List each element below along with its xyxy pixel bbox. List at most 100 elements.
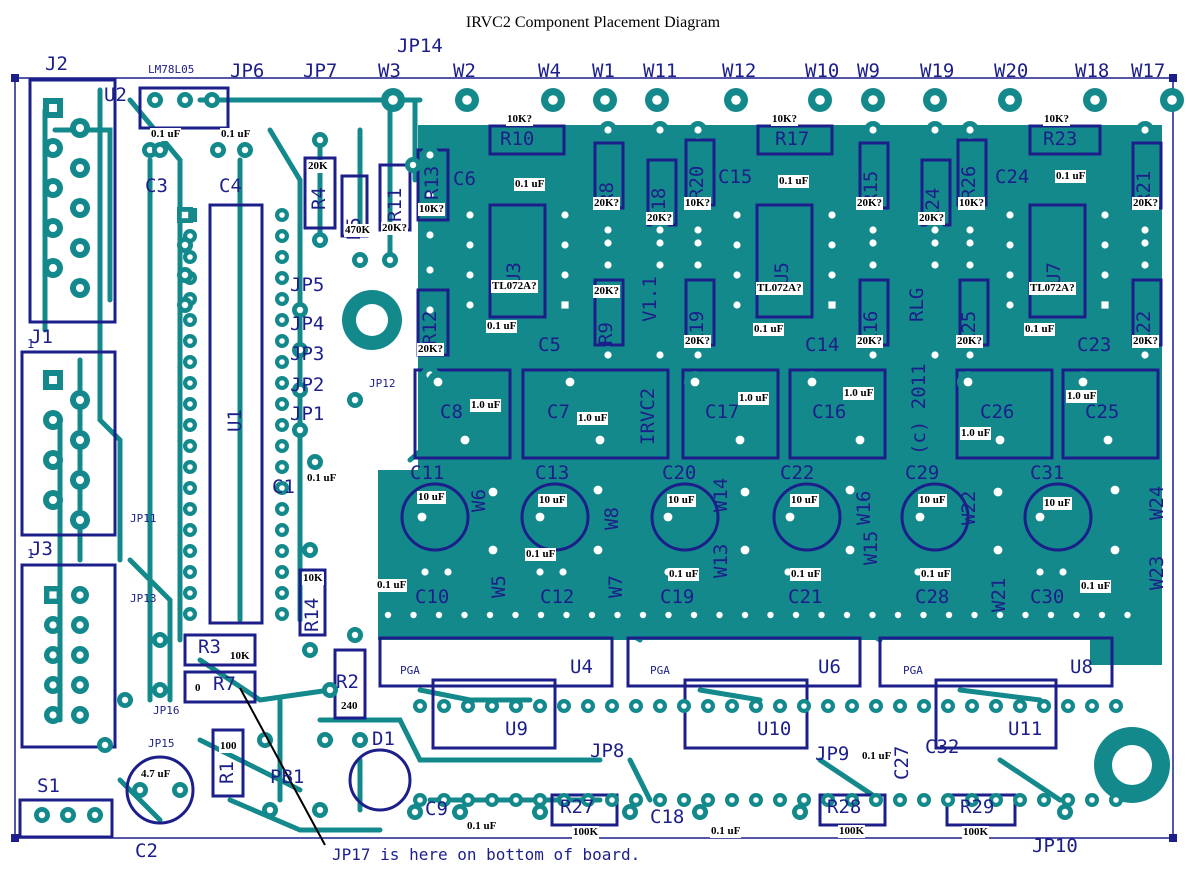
trace <box>97 87 123 563</box>
pad-hole <box>656 261 664 269</box>
pad-hole <box>76 476 84 484</box>
pad-hole <box>417 512 427 522</box>
label-pb1: PB1 <box>270 766 305 788</box>
pad-hole <box>1078 377 1088 387</box>
trace <box>817 757 883 803</box>
pad-hole <box>426 191 434 199</box>
pad-hole <box>76 681 84 689</box>
label-pga: PGA <box>400 664 420 677</box>
pad-hole <box>897 797 903 803</box>
pad-hole <box>76 204 84 212</box>
pad-hole <box>604 226 612 234</box>
pad-hole <box>76 164 84 172</box>
pad-hole <box>931 261 939 269</box>
corner-mark <box>1169 74 1177 82</box>
pad-hole <box>815 95 825 105</box>
label-u1: U1 <box>224 409 246 432</box>
pad-hole <box>316 136 324 144</box>
trace <box>317 717 603 763</box>
pad-hole <box>690 377 700 387</box>
label-c6: C6 <box>453 168 476 190</box>
pad-hole <box>279 212 285 218</box>
pad-hole <box>156 686 164 694</box>
value-r20kq: 20K? <box>646 212 674 225</box>
pad-hole <box>593 485 603 495</box>
value-c10uf: 10 uF <box>538 494 567 507</box>
electrolytic-outline <box>900 482 970 552</box>
pad-hole <box>681 703 687 709</box>
label-jp12: JP12 <box>369 377 396 390</box>
pad-hole <box>356 736 364 744</box>
trace <box>517 297 563 333</box>
value-r20kq: 20K? <box>593 197 621 210</box>
trace <box>697 687 763 703</box>
pad-hole <box>561 211 569 219</box>
pad-hole <box>49 711 57 719</box>
pad-hole <box>279 611 285 617</box>
pad-hole <box>849 797 855 803</box>
pad-hole <box>296 306 304 314</box>
value-r10kq: 10K? <box>958 197 986 210</box>
label-w11: W11 <box>643 60 678 82</box>
label-v11: V1.1 <box>639 276 661 322</box>
label-r29: R29 <box>960 796 995 818</box>
pad-hole <box>1041 703 1047 709</box>
pad-hole <box>76 591 84 599</box>
label-j1: J1 <box>30 326 53 348</box>
pad-hole <box>49 621 57 629</box>
label-c13: C13 <box>535 462 570 484</box>
pad-hole <box>1005 95 1015 105</box>
pad-hole <box>279 380 285 386</box>
pad-hole <box>801 797 807 803</box>
pad-hole <box>1017 703 1023 709</box>
pad-hole <box>792 611 800 619</box>
value-c01uf: 0.1 uF <box>861 750 893 763</box>
label-r3: R3 <box>198 636 221 658</box>
value-tl072: TL072A? <box>491 280 538 293</box>
label-c21: C21 <box>788 586 823 608</box>
pad-hole <box>187 338 193 344</box>
pad-hole <box>488 545 498 555</box>
j3-outline <box>20 563 117 749</box>
pad-hole <box>296 346 304 354</box>
value-r10k: 10K <box>302 572 324 585</box>
pad-hole <box>49 184 57 192</box>
label-c4: C4 <box>219 175 242 197</box>
pad-hole <box>807 377 817 387</box>
pad-hole <box>656 239 664 247</box>
label-w15: W15 <box>860 530 882 565</box>
pad-hole <box>296 426 304 434</box>
pad-hole <box>279 233 285 239</box>
mounting-hole-center <box>1112 745 1152 785</box>
label-c26: C26 <box>980 401 1015 423</box>
label-w12: W12 <box>722 60 757 82</box>
label-c27: C27 <box>891 745 913 780</box>
pad-hole <box>855 435 865 445</box>
pad-hole <box>489 797 495 803</box>
pad-hole <box>828 271 836 279</box>
r14-outline <box>298 568 327 637</box>
pad-hole <box>741 611 749 619</box>
pad-hole <box>993 703 999 709</box>
label-c31: C31 <box>1030 462 1065 484</box>
value-c1uf: 1.0 uF <box>738 392 770 405</box>
pad-hole <box>76 711 84 719</box>
pad-hole <box>873 797 879 803</box>
trace <box>417 687 533 703</box>
pad-hole <box>656 226 664 234</box>
trace <box>997 757 1063 803</box>
pad-hole <box>279 296 285 302</box>
pad-hole <box>136 786 144 794</box>
value-c10uf: 10 uF <box>1043 497 1072 510</box>
pad-hole <box>386 256 394 264</box>
value-c47uf: 4.7 uF <box>140 768 172 781</box>
pad-hole <box>1113 797 1119 803</box>
label-u4: U4 <box>570 656 593 678</box>
pad-hole <box>609 703 615 709</box>
pad-hole <box>969 703 975 709</box>
pad-hole <box>665 611 672 619</box>
pad-hole <box>466 271 474 279</box>
pad-hole <box>537 703 543 709</box>
pad-hole <box>729 797 735 803</box>
